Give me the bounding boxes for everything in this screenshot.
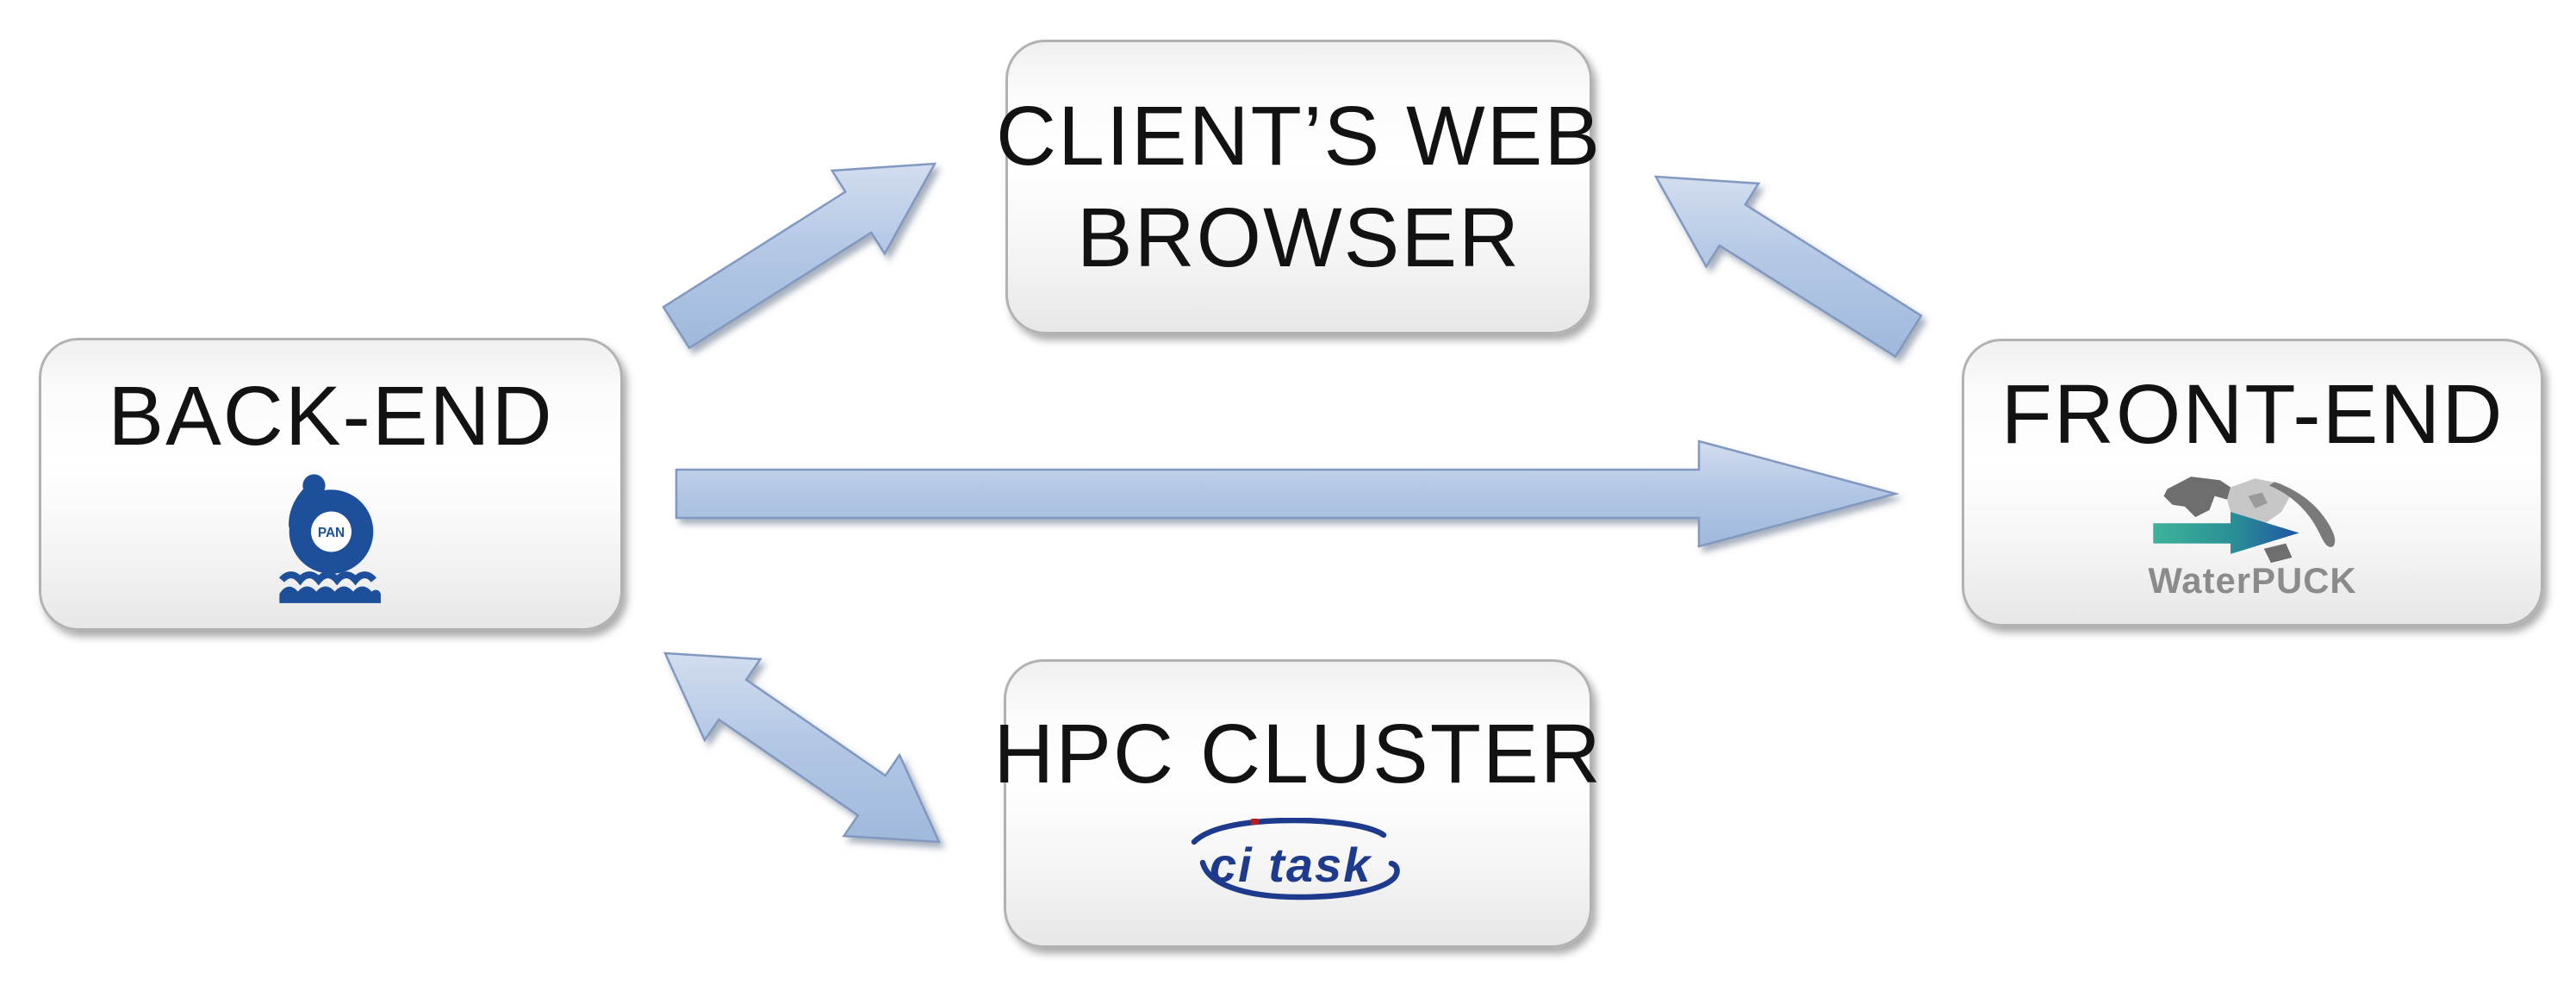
client-web-browser-box: CLIENT’S WEB BROWSER	[996, 40, 1600, 334]
frontend-box: FRONT-END WaterPUCK	[1962, 339, 2543, 626]
hpc-cluster-box: HPC CLUSTER ci task	[993, 659, 1601, 948]
arrow-backend-hpc-bidirectional	[663, 651, 942, 844]
hpc-cluster-title: HPC CLUSTER	[993, 707, 1602, 801]
client-web-browser-title-line1: CLIENT’S WEB	[995, 88, 1602, 183]
citask-logo: ci task	[1191, 817, 1400, 900]
arrow-frontend-to-browser	[1653, 175, 1923, 358]
iopan-logo-pan-text: PAN	[317, 526, 344, 540]
backend-title: BACK-END	[108, 368, 554, 463]
waterpuck-logo: WaterPUCK	[2148, 476, 2356, 600]
arrow-backend-to-frontend	[675, 439, 1900, 548]
citask-red-dash	[1250, 818, 1259, 825]
waterpuck-logo-text: WaterPUCK	[2148, 559, 2356, 600]
frontend-title: FRONT-END	[2000, 367, 2504, 462]
client-web-browser-title: CLIENT’S WEB BROWSER	[996, 85, 1602, 290]
waterpuck-map	[2163, 476, 2336, 563]
waterpuck-arrow	[2153, 511, 2299, 554]
citask-logo-text: ci task	[1210, 838, 1372, 892]
citask-top-swoosh	[1191, 817, 1386, 845]
iopan-logo: PAN	[278, 474, 381, 603]
backend-box: BACK-END PAN	[39, 338, 623, 631]
citask-bottom-swoosh	[1199, 859, 1400, 900]
arrow-backend-to-browser	[662, 162, 937, 350]
client-web-browser-title-line2: BROWSER	[1076, 190, 1521, 284]
